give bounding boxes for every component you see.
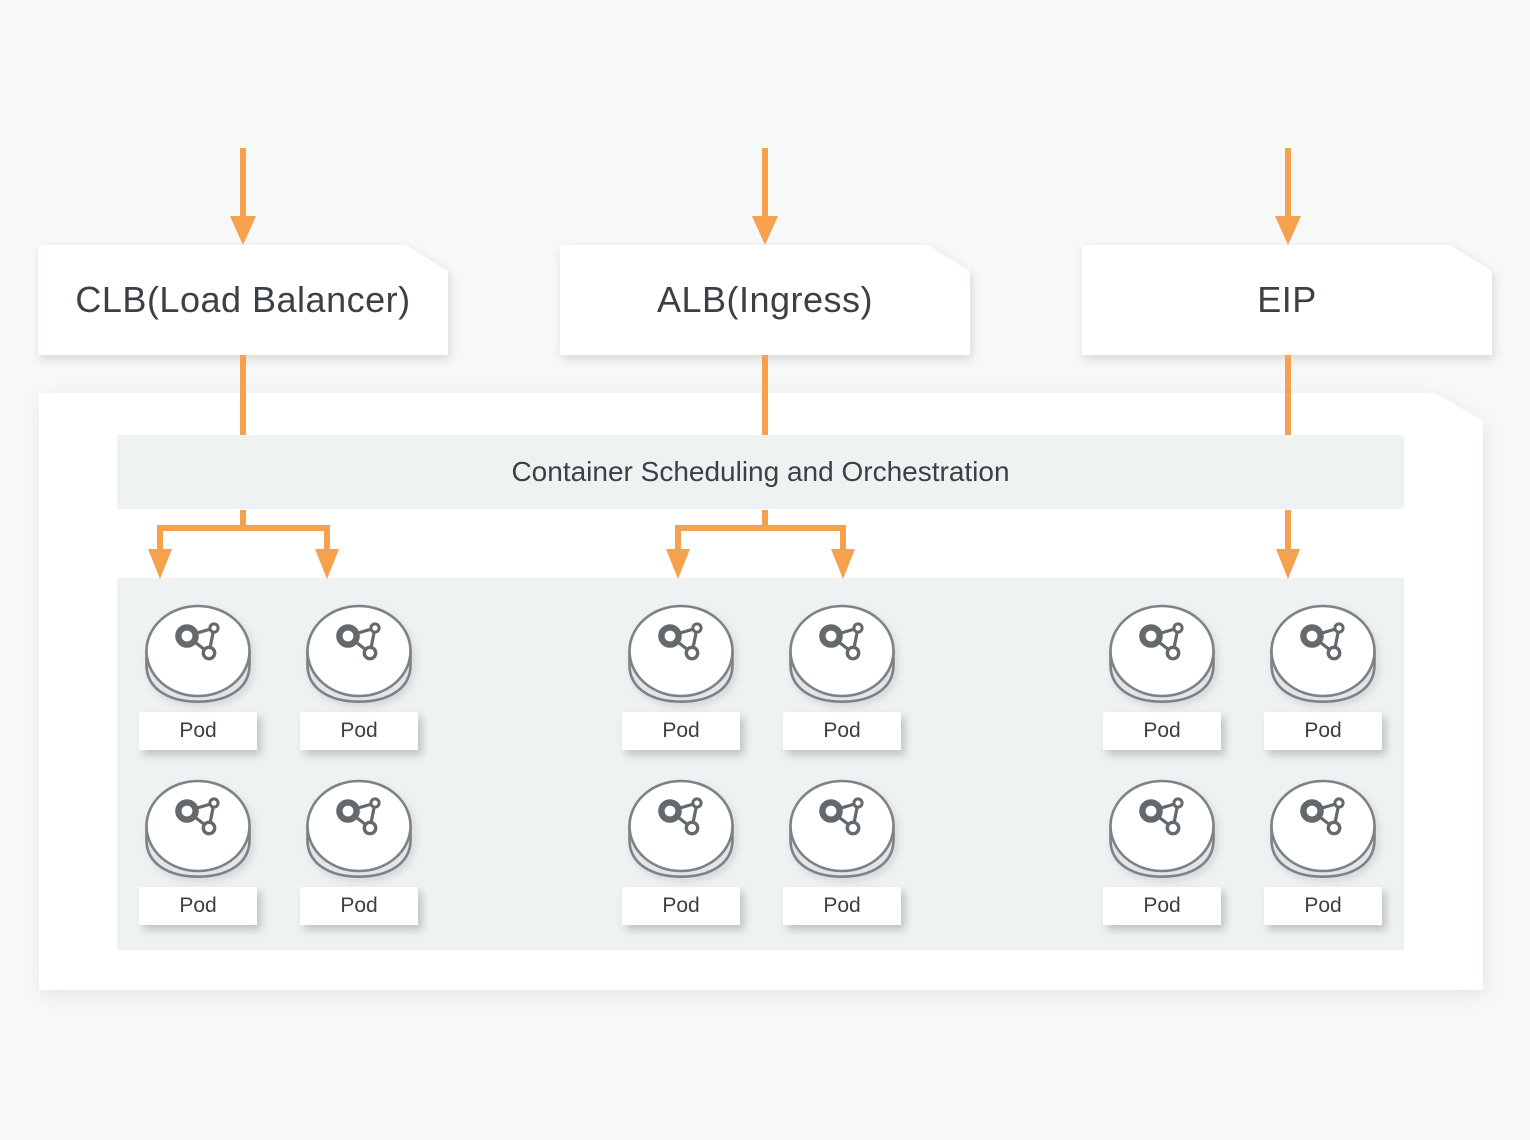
pod-icon [1268,778,1378,880]
pod-label: Pod [139,887,257,925]
inbound-arrow-clb [230,148,256,245]
pod-icon [143,603,253,705]
pod: Pod [783,603,901,750]
pod-label: Pod [783,887,901,925]
clb-source-label: CLB(Load Balancer) [38,245,448,355]
pod-label: Pod [622,887,740,925]
eip-source-box: EIP [1082,245,1492,355]
inbound-arrow-alb [752,148,778,245]
pod-icon [626,603,736,705]
pods-panel: Pod Pod Pod Pod Pod [117,578,1404,950]
pod: Pod [139,778,257,925]
pod: Pod [622,778,740,925]
cluster-container: Container Scheduling and Orchestration P… [39,393,1483,990]
pod-icon [304,603,414,705]
pod: Pod [139,603,257,750]
pod-icon [787,603,897,705]
pod: Pod [622,603,740,750]
orchestration-header-bar: Container Scheduling and Orchestration [117,435,1404,509]
pod-label: Pod [300,887,418,925]
pod-icon [787,778,897,880]
pod-icon [143,778,253,880]
pod: Pod [1103,778,1221,925]
pod-icon [1107,603,1217,705]
pod-label: Pod [300,712,418,750]
pod-icon [626,778,736,880]
pod-label: Pod [622,712,740,750]
pod: Pod [1264,603,1382,750]
eip-source-label: EIP [1082,245,1492,355]
pod-icon [1107,778,1217,880]
pod: Pod [300,603,418,750]
pod-icon [1268,603,1378,705]
orchestration-header-label: Container Scheduling and Orchestration [511,456,1010,487]
alb-source-box: ALB(Ingress) [560,245,970,355]
pod-label: Pod [1264,712,1382,750]
inbound-arrow-eip [1275,148,1301,245]
alb-source-label: ALB(Ingress) [560,245,970,355]
pod: Pod [1103,603,1221,750]
pod-label: Pod [1103,887,1221,925]
pod-icon [304,778,414,880]
pod-label: Pod [1264,887,1382,925]
clb-source-box: CLB(Load Balancer) [38,245,448,355]
pod: Pod [1264,778,1382,925]
pod: Pod [300,778,418,925]
pod-label: Pod [1103,712,1221,750]
pod-label: Pod [783,712,901,750]
pod-label: Pod [139,712,257,750]
pod: Pod [783,778,901,925]
